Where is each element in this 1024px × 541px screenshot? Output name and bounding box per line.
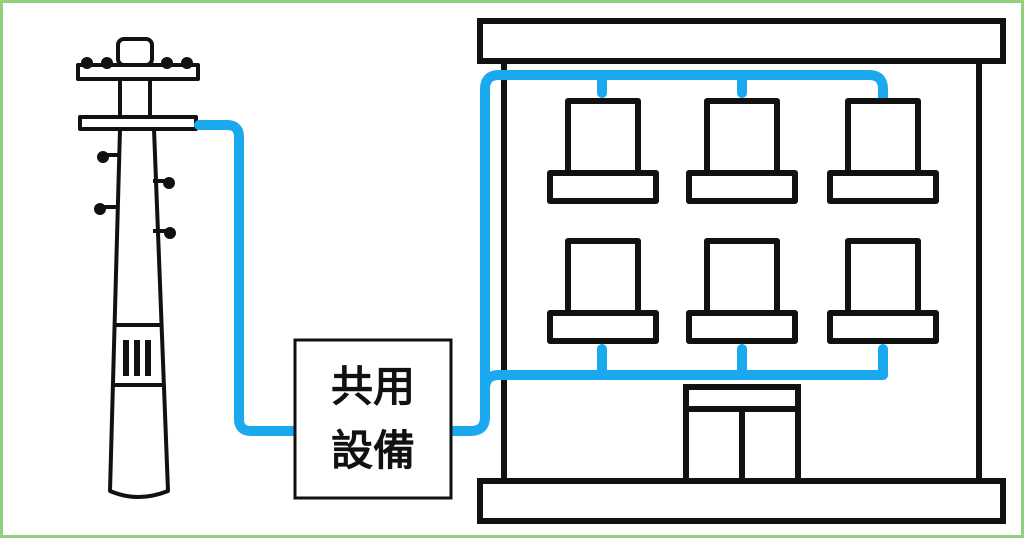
window-icon: [827, 238, 939, 344]
shared-equipment-box: 共用 設備: [293, 338, 453, 500]
equipment-label-line1: 共用: [331, 362, 415, 411]
cable-pole-to-equipment: [194, 120, 300, 436]
equipment-label-line2: 設備: [331, 426, 415, 475]
building-cable-network: [446, 70, 888, 436]
window-icon: [827, 98, 939, 204]
window-icon: [547, 238, 659, 344]
network-diagram: 共用 設備: [76, 18, 1006, 524]
apartment-building-icon: [477, 18, 1006, 524]
window-icon: [547, 98, 659, 204]
window-icon: [686, 98, 798, 204]
window-icon: [686, 238, 798, 344]
utility-pole-icon: [76, 37, 200, 499]
windows: [547, 98, 939, 344]
